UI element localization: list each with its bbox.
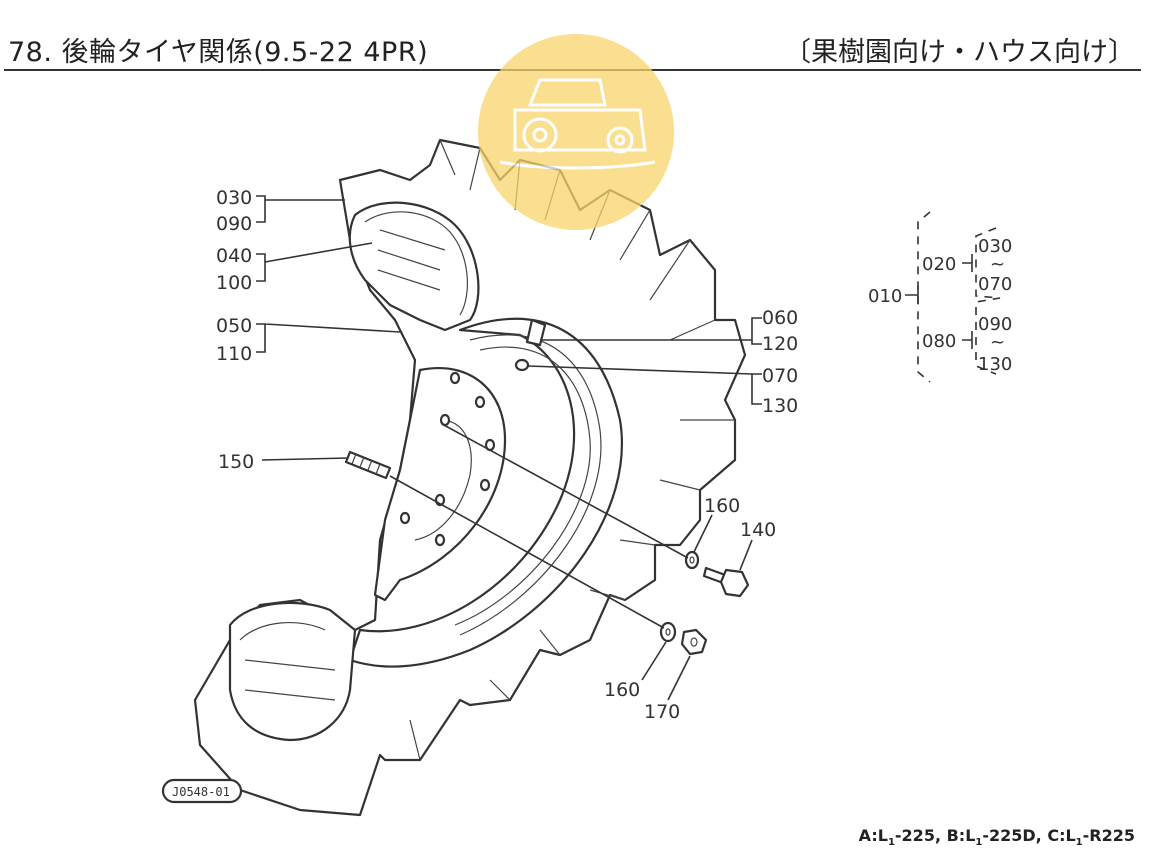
- page-title: 78. 後輪タイヤ関係(9.5-22 4PR): [8, 37, 429, 68]
- tree-node-080: 080: [922, 331, 956, 352]
- model-footer: A:L1-225, B:L1-225D, C:L1-R225: [858, 825, 1135, 848]
- assembly-tree: [905, 211, 1001, 383]
- hex-bolt: [702, 566, 750, 598]
- callout-110: 110: [216, 343, 252, 365]
- page-subtitle: 〔果樹園向け・ハウス向け〕: [784, 37, 1135, 68]
- tree-leaf-070: 070: [978, 274, 1012, 295]
- callout-150: 150: [218, 451, 254, 473]
- tire-section-top: [348, 201, 480, 332]
- watermark-circle: [478, 34, 674, 230]
- callout-090: 090: [216, 213, 252, 235]
- washer-lower: [659, 621, 677, 643]
- stud-bolt: [344, 450, 392, 480]
- callout-170: 170: [644, 701, 680, 723]
- callout-100: 100: [216, 272, 252, 294]
- wheel-rim: [348, 317, 623, 668]
- diagram-code-frame: [161, 778, 243, 804]
- callout-160-lower: 160: [604, 679, 640, 701]
- callout-060: 060: [762, 307, 798, 329]
- callout-040: 040: [216, 245, 252, 267]
- tree-leaf-030: 030: [978, 236, 1012, 257]
- callout-030: 030: [216, 187, 252, 209]
- tree-node-020: 020: [922, 254, 956, 275]
- tree-tilde-2: ~: [990, 332, 1005, 353]
- callout-050: 050: [216, 315, 252, 337]
- tractor-icon: [499, 78, 656, 170]
- tire-section-bottom: [228, 601, 357, 742]
- washer-upper: [684, 550, 700, 570]
- tree-root-010: 010: [868, 286, 902, 307]
- callout-120: 120: [762, 333, 798, 355]
- valve: [514, 318, 547, 372]
- tree-leaf-130: 130: [978, 354, 1012, 375]
- diagram-code: J0548-01: [172, 785, 230, 799]
- tree-leaf-090: 090: [978, 314, 1012, 335]
- callout-070: 070: [762, 365, 798, 387]
- leader-lines: [256, 195, 762, 701]
- watermark: [478, 34, 674, 230]
- hex-nut: [680, 628, 708, 656]
- callout-130: 130: [762, 395, 798, 417]
- callout-140: 140: [740, 519, 776, 541]
- callout-160-upper: 160: [704, 495, 740, 517]
- tree-tilde-1: ~: [990, 254, 1005, 275]
